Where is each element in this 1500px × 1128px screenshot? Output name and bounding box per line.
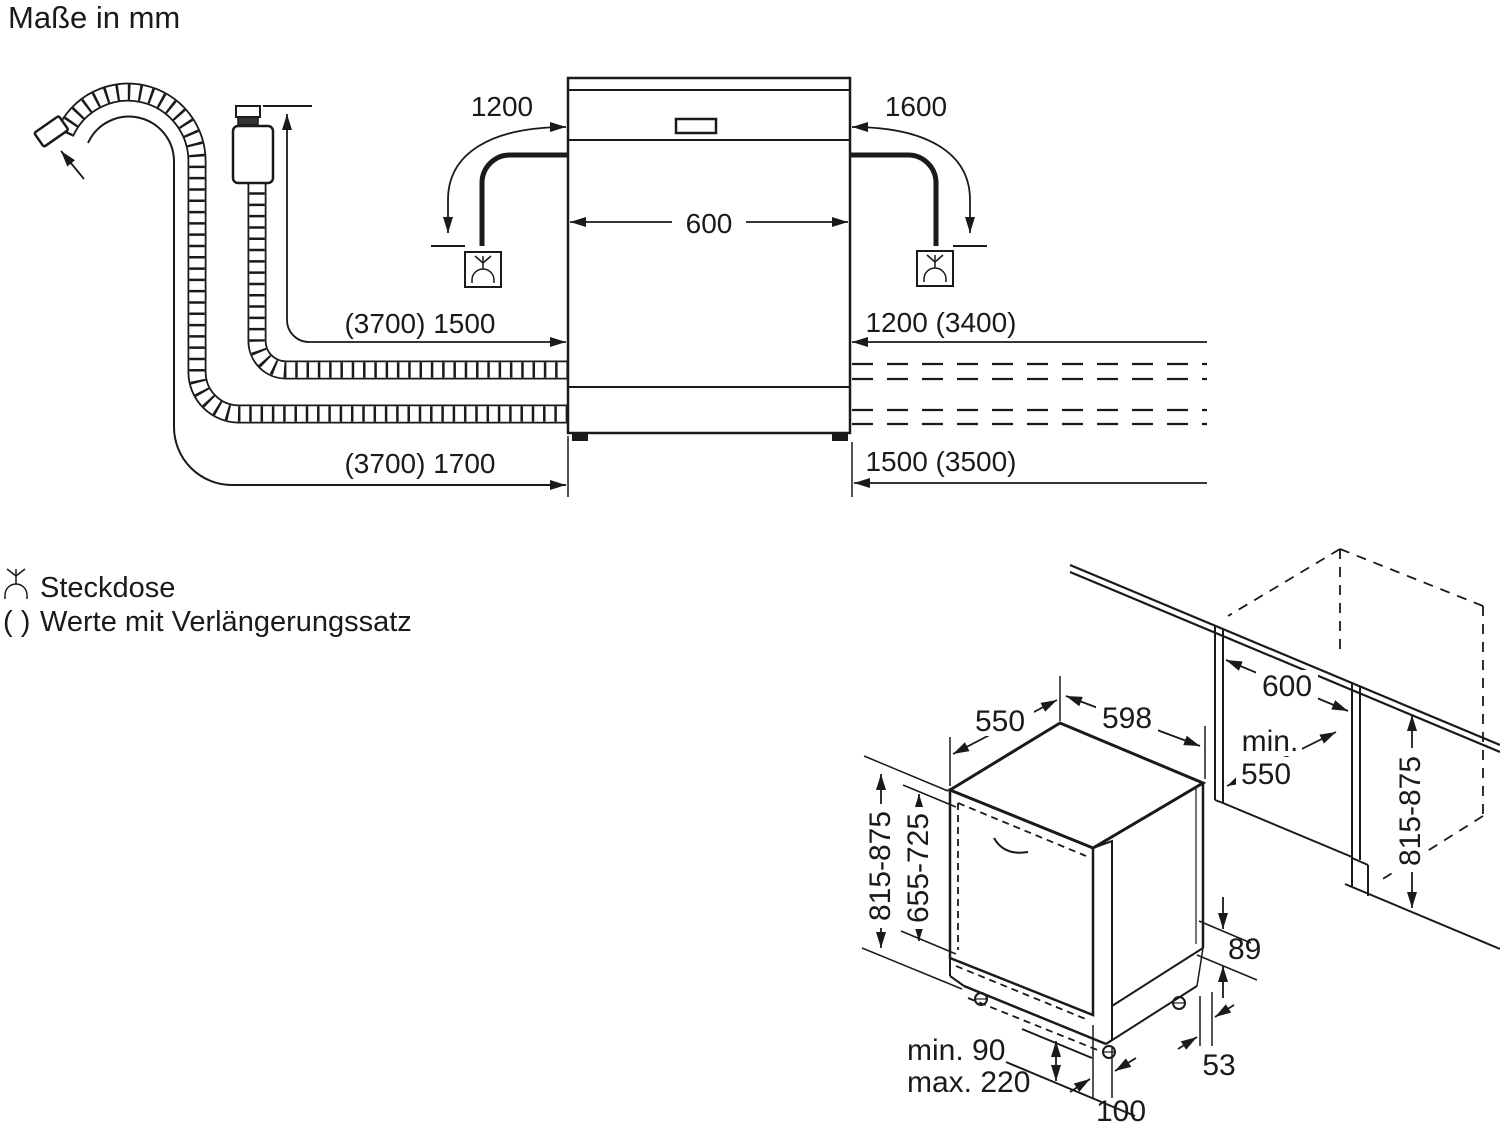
dim-base-rear-label: 89: [1228, 933, 1261, 966]
tap-fitting-band: [237, 116, 259, 126]
power-cord-line: [87, 115, 566, 490]
dim-supply-right-label: 1200 (3400): [865, 307, 1016, 338]
dim-depth-550: 550: [949, 676, 1061, 786]
power-cable-left: [479, 152, 568, 246]
dim-niche-width-label: 600: [1262, 670, 1312, 703]
dim-niche-height: 815-875: [1394, 715, 1428, 908]
dim-drain-left-label: (3700) 1700: [344, 448, 495, 479]
niche-dashed-outline: [1227, 548, 1484, 883]
socket-legend-icon: [4, 568, 28, 599]
dim-height-left: 815-875: [861, 755, 963, 990]
dim-niche-depth-label1: min.: [1242, 725, 1299, 758]
dim-height-left-label: 815-875: [864, 811, 897, 921]
dim-width-600: 600: [570, 205, 848, 239]
adjustable-feet: [974, 992, 1186, 1059]
tap-fitting: [235, 105, 261, 118]
hose-swing-arrow: [60, 150, 85, 180]
hose-continuation-dashed: [852, 362, 1207, 426]
legend-socket-label: Steckdose: [40, 572, 175, 604]
built-in-view: 550 598 600 min. 550 8: [861, 548, 1500, 1128]
drain-hose-end-cap: [33, 115, 69, 148]
dim-plinth-depth: 100: [1069, 1025, 1146, 1128]
dim-depth-label: 550: [975, 705, 1025, 738]
dishwasher-isometric: [946, 721, 1207, 1059]
dim-cable-right-label: 1600: [885, 91, 947, 122]
dim-width-label: 600: [686, 208, 733, 239]
dim-cable-left: 1200: [431, 91, 567, 247]
dim-base-inset: 53: [1177, 992, 1236, 1082]
legend-parens-symbol: ( ): [3, 606, 30, 638]
dim-width-598: 598: [1065, 695, 1206, 779]
dim-niche-depth: min. 550: [1226, 725, 1337, 791]
dim-niche-depth-label2: 550: [1241, 758, 1291, 791]
floor-line-left: [1005, 1061, 1136, 1117]
dim-width598-label: 598: [1102, 702, 1152, 735]
niche-side-wall: [1214, 626, 1353, 858]
dim-plinth-height: min. 90 max. 220: [907, 1028, 1136, 1117]
dim-niche-600: 600: [1225, 659, 1349, 712]
dim-supply-left-label: (3700) 1500: [344, 308, 495, 339]
drain-hose: [33, 82, 568, 424]
aquastop-valve: [231, 124, 275, 185]
legend: Steckdose ( ) Werte mit Verlängerungssat…: [3, 568, 412, 638]
dishwasher-front-view: [566, 76, 852, 441]
control-panel-handle: [674, 117, 718, 135]
socket-icon-right: [916, 250, 954, 287]
inlet-hose: [231, 105, 568, 380]
front-view-diagram: 600 1200 1600: [33, 76, 1207, 497]
dim-cable-left-label: 1200: [471, 91, 533, 122]
socket-icon-left: [464, 251, 502, 288]
dim-drain-right-label: 1500 (3500): [865, 446, 1016, 477]
niche-right-panel: [1344, 683, 1500, 950]
power-cable-right: [850, 152, 939, 246]
legend-parens-label: Werte mit Verlängerungssatz: [40, 606, 412, 638]
dim-niche-height-label: 815-875: [1394, 756, 1427, 866]
dim-front-height: 655-725: [900, 784, 957, 955]
dim-base-rear: 89: [1196, 897, 1261, 998]
door-handle: [993, 837, 1029, 854]
dim-plinth-max-label: max. 220: [907, 1066, 1030, 1099]
dim-plinth-depth-label: 100: [1096, 1095, 1146, 1128]
dim-front-height-label: 655-725: [902, 813, 935, 923]
machine-foot-left: [572, 433, 588, 441]
dim-base-inset-label: 53: [1202, 1049, 1235, 1082]
floor-line-right: [1344, 883, 1500, 950]
page-title: Maße in mm: [8, 0, 180, 35]
machine-foot-right: [832, 433, 848, 441]
dim-plinth-min-label: min. 90: [907, 1034, 1005, 1067]
dim-cable-right: 1600: [851, 91, 987, 247]
supply-dimension-line: [263, 105, 566, 347]
